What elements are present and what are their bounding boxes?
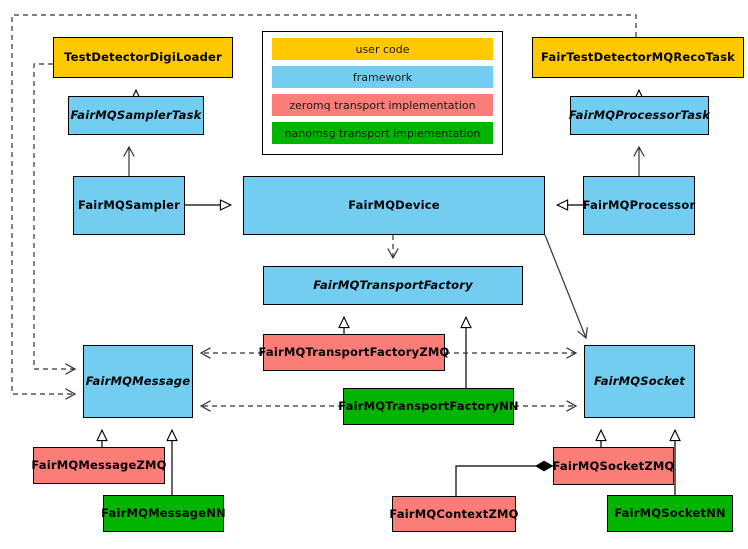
node-fairtestdetectormqrecotask[interactable]: FairTestDetectorMQRecoTask: [532, 37, 744, 78]
node-fairmqsocket[interactable]: FairMQSocket: [584, 345, 695, 418]
node-fairmqsampler[interactable]: FairMQSampler: [73, 176, 185, 235]
edge-recotask-to-message: [11, 14, 637, 400]
node-fairmqtransportfactoryzmq[interactable]: FairMQTransportFactoryZMQ: [259, 334, 449, 371]
node-testdetectordigiloader[interactable]: TestDetectorDigiLoader: [53, 37, 233, 78]
edge-digiloader-to-message: [33, 63, 77, 375]
edge-device-to-socket: [544, 234, 588, 340]
legend-label-user-code: user code: [355, 42, 410, 56]
legend-item-nanomsg: nanomsg transport implementation: [272, 122, 493, 144]
node-fairmqcontextzmq[interactable]: FairMQContextZMQ: [389, 496, 518, 532]
node-fairmqprocessor[interactable]: FairMQProcessor: [583, 176, 695, 235]
node-fairmqsocketzmq[interactable]: FairMQSocketZMQ: [553, 447, 674, 485]
legend-item-framework: framework: [272, 66, 493, 88]
node-fairmqsocketnn[interactable]: FairMQSocketNN: [607, 495, 733, 532]
node-fairmqmessage[interactable]: FairMQMessage: [83, 345, 193, 418]
node-fairmqprocessortask[interactable]: FairMQProcessorTask: [569, 96, 710, 135]
node-fairmqsamplertask[interactable]: FairMQSamplerTask: [68, 96, 204, 135]
legend-label-framework: framework: [352, 70, 413, 84]
legend-label-zeromq: zeromq transport implementation: [289, 98, 476, 112]
node-fairmqtransportfactorynn[interactable]: FairMQTransportFactoryNN: [338, 388, 519, 425]
node-fairmqmessagezmq[interactable]: FairMQMessageZMQ: [31, 447, 166, 484]
node-fairmqmessagenn[interactable]: FairMQMessageNN: [101, 495, 226, 532]
node-fairmqdevice[interactable]: FairMQDevice: [243, 176, 545, 235]
node-fairmqtransportfactory[interactable]: FairMQTransportFactory: [263, 266, 523, 305]
legend-item-zeromq: zeromq transport implementation: [272, 94, 493, 116]
edge-contextzmq-to-socketzmq: [455, 460, 554, 496]
legend-item-user-code: user code: [272, 38, 493, 60]
legend-label-nanomsg: nanomsg transport implementation: [284, 126, 481, 140]
